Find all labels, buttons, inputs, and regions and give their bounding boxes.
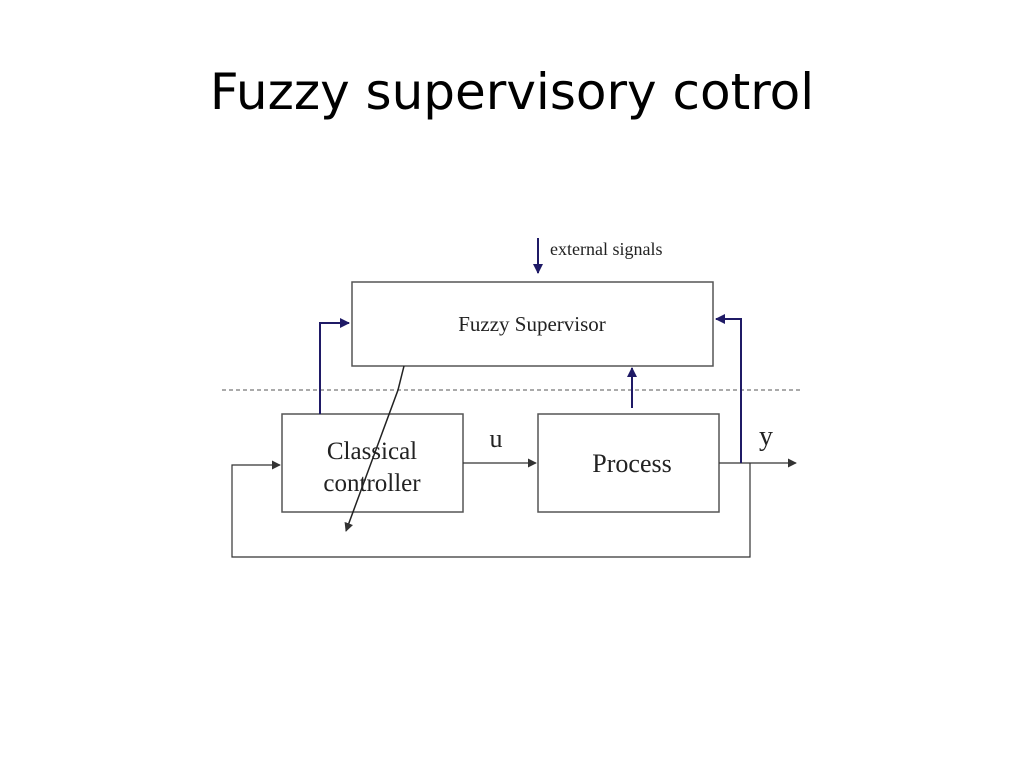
feedback-loop-line bbox=[231, 460, 751, 558]
process-label: Process bbox=[592, 449, 671, 478]
external-signals-label: external signals bbox=[550, 239, 662, 259]
y-label: y bbox=[759, 421, 773, 452]
supervisor-tuning-arrow bbox=[344, 365, 405, 532]
output-to-supervisor-arrow bbox=[715, 314, 742, 463]
controller-to-supervisor-arrow bbox=[319, 318, 350, 414]
slide-title: Fuzzy supervisory cotrol bbox=[209, 63, 815, 121]
u-label: u bbox=[490, 424, 503, 453]
process-block bbox=[537, 413, 720, 513]
fuzzy-supervisor-block bbox=[351, 281, 714, 367]
classical-controller-label-line2: controller bbox=[323, 470, 421, 497]
fuzzy-supervisor-label: Fuzzy Supervisor bbox=[458, 312, 606, 336]
